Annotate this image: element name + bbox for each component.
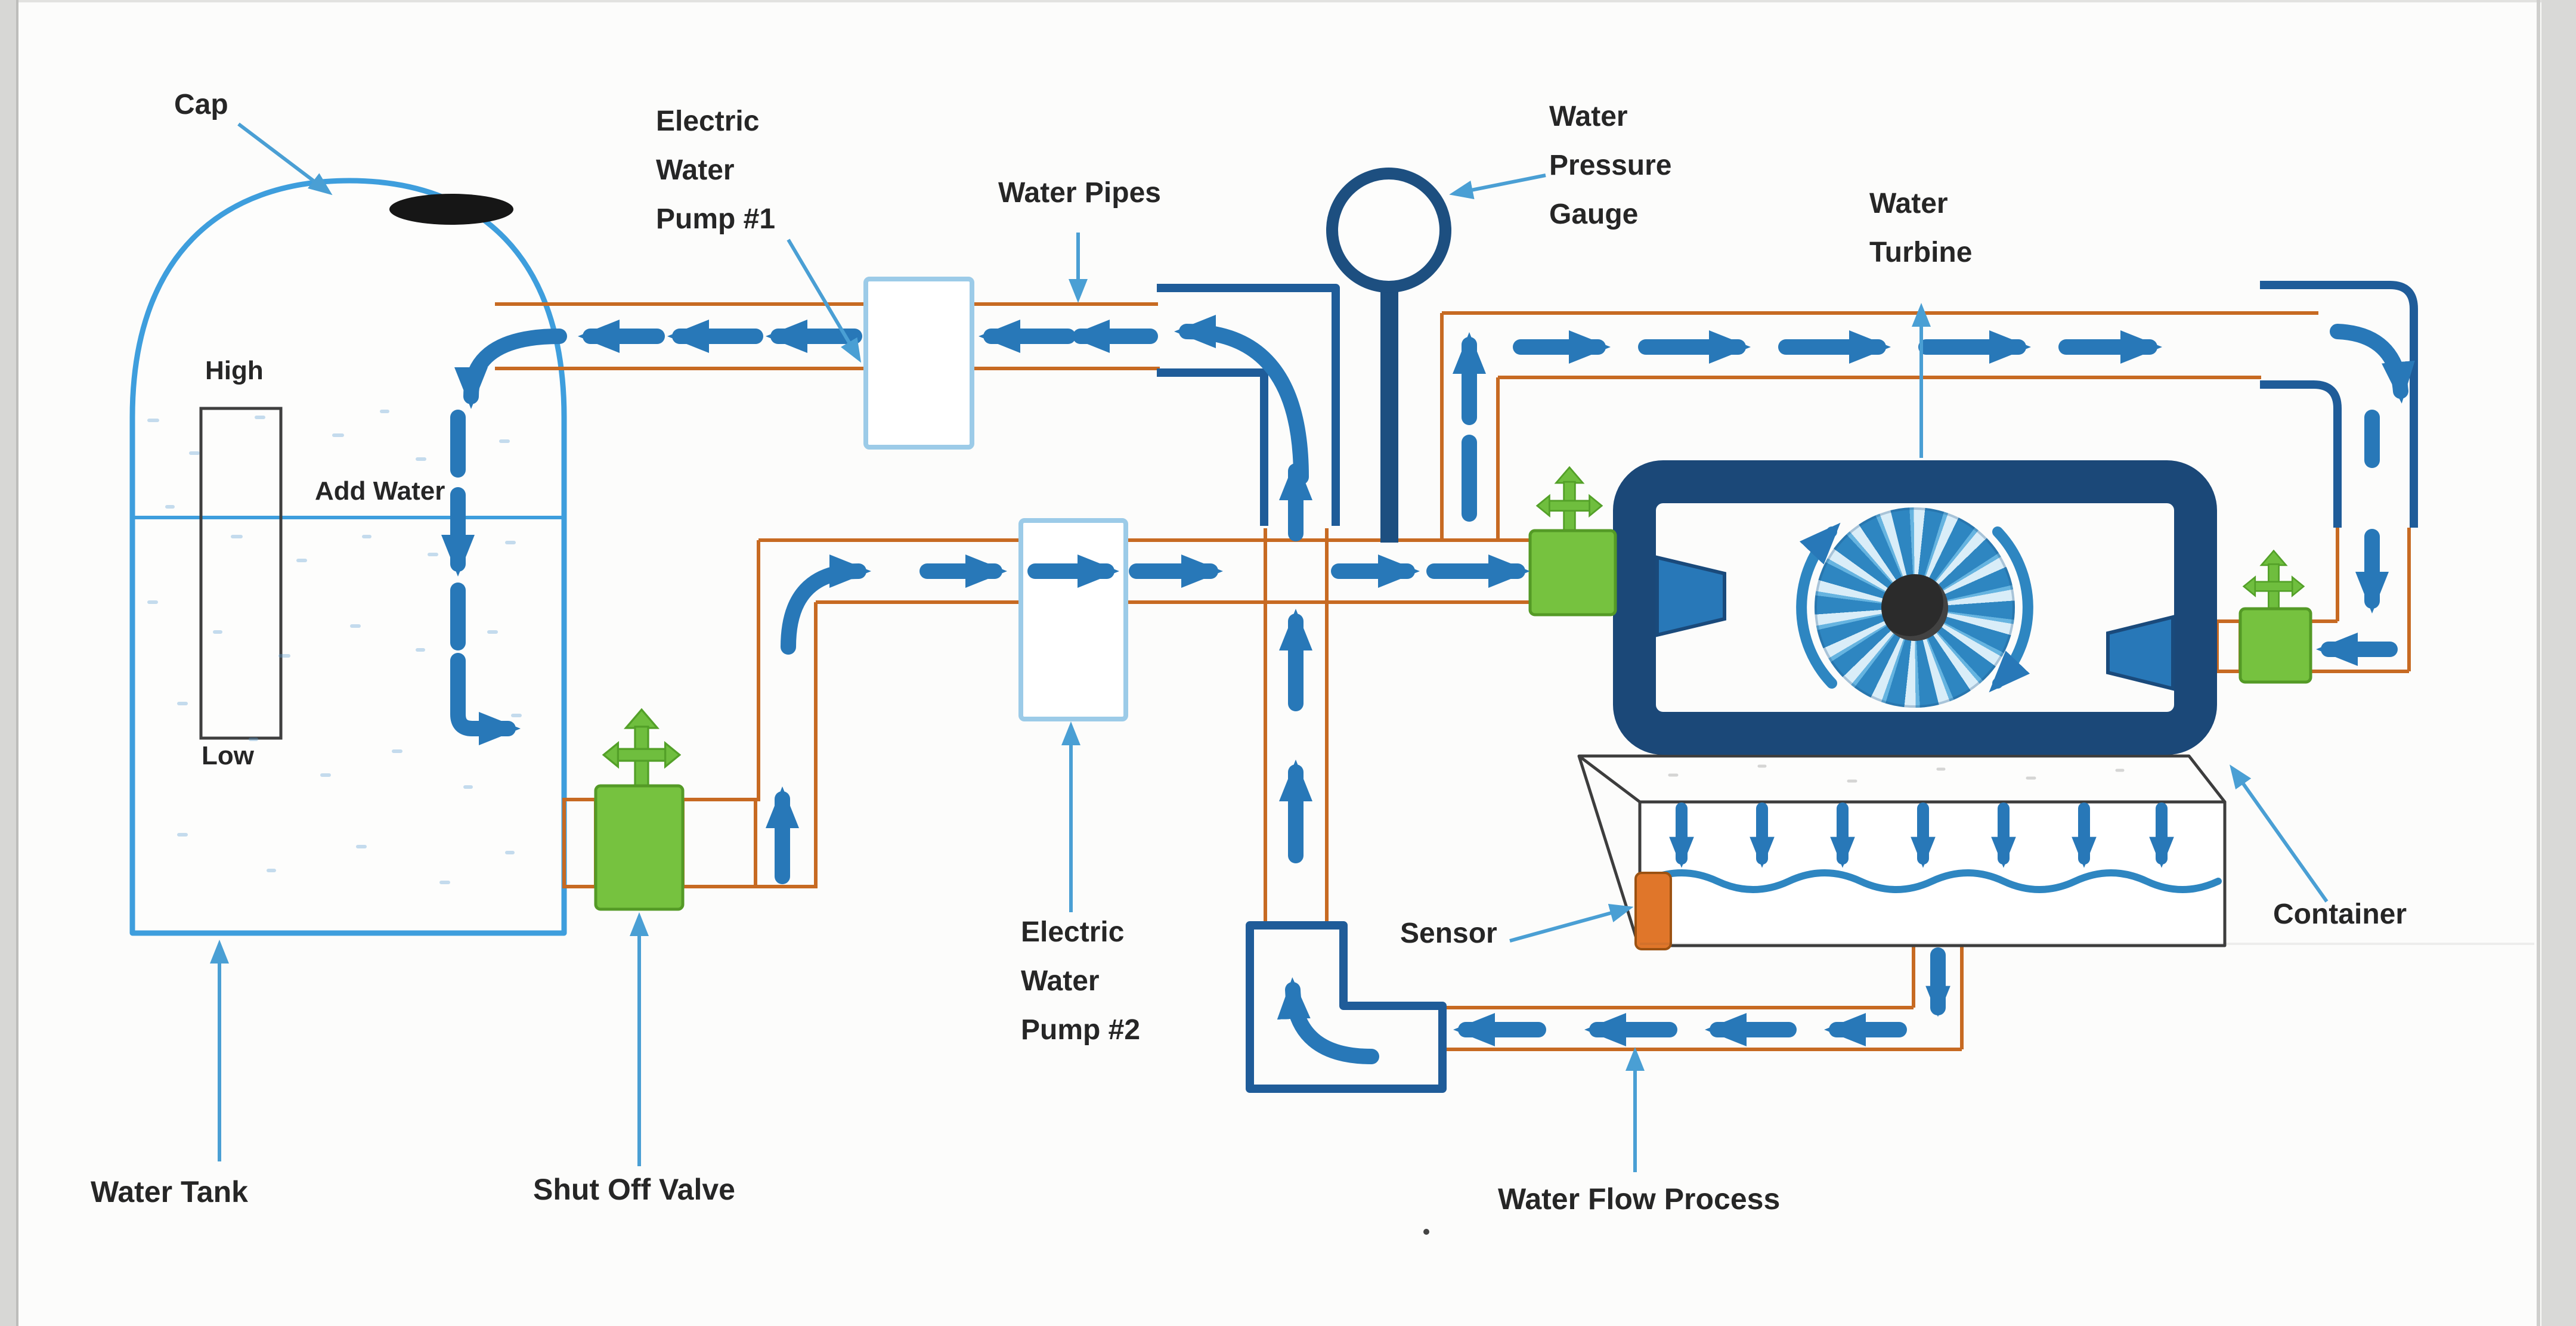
- page-right-edge: [2537, 0, 2540, 1326]
- electric-water-pump-2-box: [1018, 518, 1128, 721]
- page-right-gutter: [2541, 0, 2576, 1326]
- cap-arrow: [237, 122, 333, 196]
- label-high: High: [205, 356, 264, 385]
- turbine-rotation-arrows: [1796, 522, 2033, 693]
- shut-off-valve-icon: [594, 708, 685, 911]
- label-low: Low: [202, 741, 254, 770]
- label-pump1-line2: Water: [656, 154, 735, 186]
- container-speckles: [1668, 764, 2125, 783]
- container-arrow: [2230, 764, 2329, 903]
- label-gauge-line3: Gauge: [1549, 199, 1639, 230]
- label-container: Container: [2273, 899, 2407, 930]
- label-leader-arrows: [210, 122, 2329, 1172]
- label-sensor: Sensor: [1400, 918, 1497, 949]
- label-pump1: Electric Water Pump #1: [656, 107, 775, 254]
- middle-pipe-elbow-arrow: [781, 554, 871, 655]
- page-left-gutter: [0, 0, 18, 1326]
- elbow-top-left: [1157, 284, 1340, 526]
- label-pump2-line3: Pump #2: [1021, 1014, 1141, 1046]
- label-pump2-line2: Water: [1021, 965, 1100, 997]
- turbine-right-nozzle: [2106, 615, 2175, 691]
- valve-icon-left: [1528, 466, 1617, 616]
- elbow-top-right: [2260, 281, 2418, 528]
- label-gauge-line1: Water: [1549, 101, 1628, 132]
- return-elbow-arrow: [1277, 977, 1379, 1064]
- label-pump2: Electric Water Pump #2: [1021, 918, 1140, 1065]
- label-water-tank: Water Tank: [91, 1175, 248, 1209]
- label-water-pipes: Water Pipes: [998, 177, 1161, 209]
- label-pump1-line1: Electric: [656, 106, 760, 137]
- label-turbine-line1: Water: [1869, 188, 1948, 219]
- label-turbine-line2: Turbine: [1869, 237, 1973, 268]
- tank-inlet-elbow-arrow: [454, 329, 567, 409]
- sensor-icon: [1634, 872, 1672, 950]
- gauge-arrow: [1449, 174, 1546, 200]
- pressure-gauge-icon: [1326, 168, 1451, 543]
- right-elbow-arrow: [2330, 324, 2415, 404]
- elbow-bottom-left: [1246, 921, 1447, 1093]
- turbine-housing: [1613, 460, 2217, 755]
- label-add-water: Add Water: [315, 476, 445, 506]
- container-inflow-arrows: [1669, 803, 2174, 868]
- pump1-arrow: [787, 238, 862, 363]
- turbine-wheel-icon: [1815, 507, 2015, 708]
- flow-arrows: [441, 315, 2415, 1064]
- water-pipes-outline: [495, 302, 2411, 1051]
- container-water-wave: [1642, 869, 2222, 893]
- label-gauge-line2: Pressure: [1549, 150, 1672, 181]
- label-pump1-line3: Pump #1: [656, 203, 776, 235]
- label-shut-off-valve: Shut Off Valve: [533, 1173, 735, 1206]
- riser-top-elbow-arrow: [1174, 315, 1309, 485]
- water-speckles: [147, 410, 522, 884]
- tank-level-gauge: [199, 407, 283, 740]
- page-speck: [1423, 1229, 1429, 1235]
- valve-icon-right: [2238, 550, 2312, 684]
- label-gauge: Water Pressure Gauge: [1549, 103, 1671, 249]
- label-turbine: Water Turbine: [1869, 190, 1972, 287]
- label-water-flow-process: Water Flow Process: [1498, 1182, 1781, 1216]
- label-cap: Cap: [174, 89, 228, 120]
- tank-cap-icon: [389, 194, 513, 225]
- turbine-hub: [1881, 574, 1948, 641]
- turbine-left-nozzle: [1655, 555, 1726, 637]
- electric-water-pump-1-box: [863, 277, 974, 450]
- sensor-arrow: [1509, 904, 1634, 943]
- page-top-edge: [0, 0, 2576, 2]
- label-pump2-line1: Electric: [1021, 916, 1125, 948]
- pipe-elbows: [1157, 281, 2418, 1093]
- water-tank-shape: [129, 178, 567, 936]
